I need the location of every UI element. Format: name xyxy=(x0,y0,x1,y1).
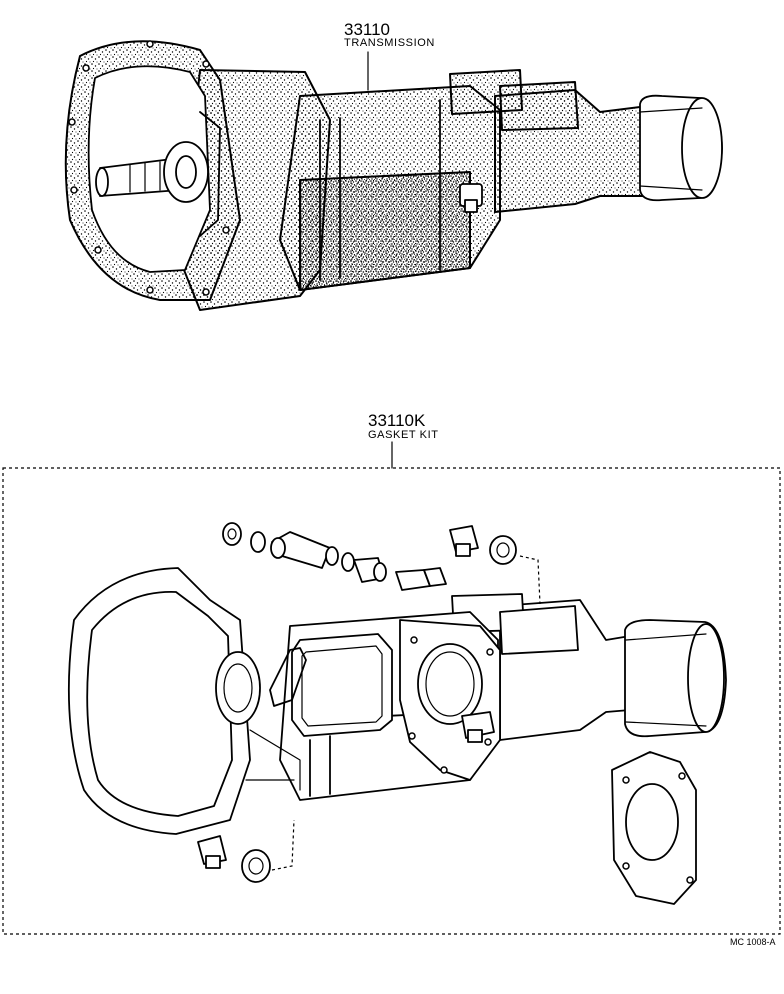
transmission-assembly-drawing xyxy=(64,40,723,311)
part-name-transmission: TRANSMISSION xyxy=(344,37,435,49)
part-number-transmission: 33110 xyxy=(344,20,390,39)
figure-code: MC 1008-A xyxy=(730,937,776,947)
gasket-kit-boundary xyxy=(2,467,781,935)
part-number-gasket-kit: 33110K xyxy=(368,411,426,430)
gasket-kit-exploded-drawing xyxy=(67,522,727,905)
part-name-gasket-kit: GASKET KIT xyxy=(368,429,439,441)
